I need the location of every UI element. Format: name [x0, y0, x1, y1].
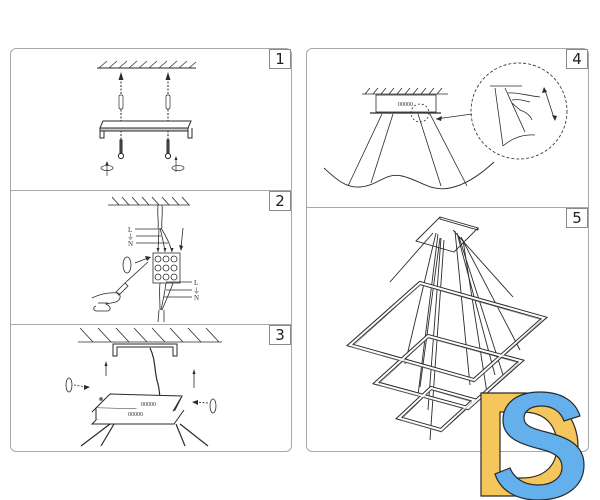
wire-label-live-out: L — [194, 279, 198, 287]
step-number-5: 5 — [566, 208, 588, 228]
wire-label-live-in: L — [128, 226, 132, 234]
canopy-label: 00000 — [398, 102, 413, 108]
wire-label-earth-in: ⏚ — [127, 233, 134, 241]
step-number-4: 4 — [566, 49, 588, 69]
wire-label-neutral-in: N — [128, 240, 133, 248]
divider-1-2 — [11, 190, 291, 191]
canopy-label-front: 00000 — [128, 412, 143, 418]
wire-label-neutral-out: N — [194, 294, 199, 302]
canopy-label-top: 00000 — [141, 402, 156, 408]
wire-label-earth-out: ⏚ — [193, 287, 200, 295]
step-number-3: 3 — [269, 325, 291, 345]
divider-4-5 — [307, 207, 588, 208]
step-number-1: 1 — [269, 49, 291, 69]
logo-letter-s — [494, 391, 585, 500]
divider-2-3 — [11, 324, 291, 325]
left-steps-panel — [10, 48, 292, 452]
step-number-2: 2 — [269, 191, 291, 211]
